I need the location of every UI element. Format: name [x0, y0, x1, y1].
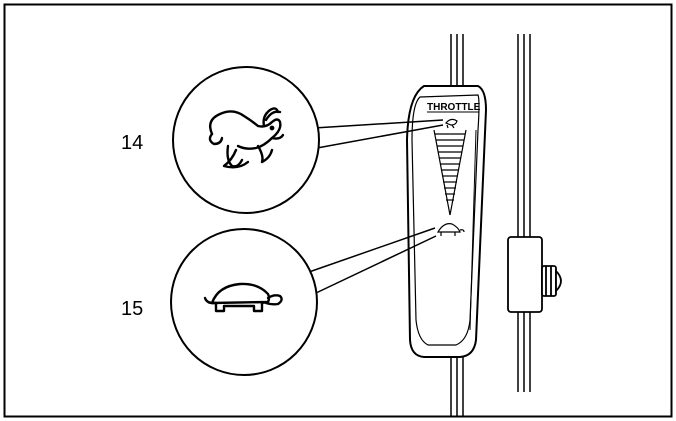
frame-border: [3, 3, 673, 418]
leader-lines: [308, 119, 444, 294]
callout-number-slow: 15: [121, 298, 143, 320]
callout-circle-slow: [170, 228, 318, 376]
throttle-lever: [405, 85, 488, 358]
rabbit-icon: [208, 107, 285, 169]
callout-number-fast: 14: [121, 132, 143, 154]
lever-turtle-icon: [436, 223, 465, 236]
rod-clamp: [507, 236, 562, 313]
callout-circle-fast: [172, 66, 320, 214]
turtle-icon: [203, 282, 283, 313]
speed-scale: [433, 129, 467, 216]
handle-rods: [450, 34, 531, 416]
throttle-label: THROTTLE: [427, 102, 481, 113]
lever-rabbit-icon: [445, 118, 458, 129]
